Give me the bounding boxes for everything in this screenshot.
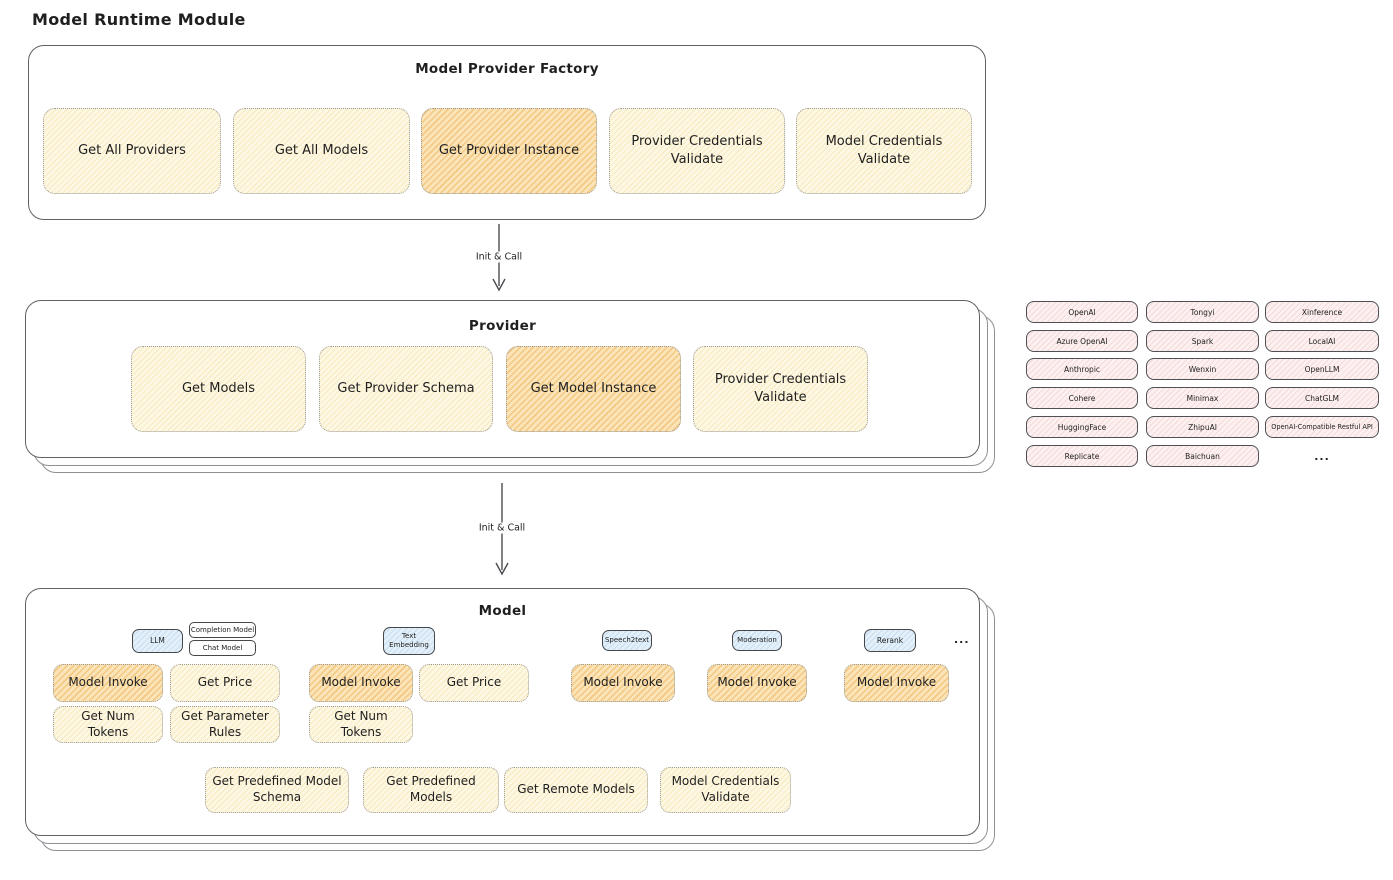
fn-get-all-models: Get All Models xyxy=(233,108,410,194)
provider-pill-xinference: Xinference xyxy=(1265,301,1379,323)
provider-grid-ellipsis: ... xyxy=(1314,449,1330,463)
fn-get-models: Get Models xyxy=(131,346,306,432)
model-title: Model xyxy=(478,603,527,619)
tab-completion-model: Completion Model xyxy=(189,622,256,638)
provider-pill-chatglm: ChatGLM xyxy=(1265,387,1379,409)
provider-pill-zhipuai: ZhipuAI xyxy=(1146,416,1259,438)
tab-chat-model: Chat Model xyxy=(189,640,256,656)
fn-model-invoke-embedding: Model Invoke xyxy=(309,664,413,702)
provider-pill-localai: LocalAI xyxy=(1265,330,1379,352)
fn-provider-credentials-validate: Provider Credentials Validate xyxy=(609,108,785,194)
fn-get-price-llm: Get Price xyxy=(170,664,280,702)
fn-get-price-embedding: Get Price xyxy=(419,664,529,702)
model-tabs-ellipsis: ... xyxy=(954,633,970,646)
provider-pill-huggingface: HuggingFace xyxy=(1026,416,1138,438)
provider-pill-openai: OpenAI xyxy=(1026,301,1138,323)
fn-get-provider-instance: Get Provider Instance xyxy=(421,108,597,194)
fn-get-provider-schema: Get Provider Schema xyxy=(319,346,493,432)
provider-pill-minimax: Minimax xyxy=(1146,387,1259,409)
provider-pill-baichuan: Baichuan xyxy=(1146,445,1259,467)
fn-model-invoke-rerank: Model Invoke xyxy=(844,664,949,702)
provider-box: Provider Get Models Get Provider Schema … xyxy=(25,300,995,473)
tab-llm: LLM xyxy=(132,629,183,653)
provider-pill-wenxin: Wenxin xyxy=(1146,358,1259,380)
model-main-box: Model LLM Completion Model Chat Model Te… xyxy=(25,588,980,836)
fn-model-credentials-validate: Model Credentials Validate xyxy=(796,108,972,194)
provider-pill-openllm: OpenLLM xyxy=(1265,358,1379,380)
fn-model-invoke-moderation: Model Invoke xyxy=(707,664,807,702)
provider-pill-tongyi: Tongyi xyxy=(1146,301,1259,323)
provider-main-box: Provider Get Models Get Provider Schema … xyxy=(25,300,980,458)
tab-moderation: Moderation xyxy=(732,630,782,651)
fn-get-predefined-model-schema: Get Predefined Model Schema xyxy=(205,767,349,813)
fn-get-parameter-rules: Get Parameter Rules xyxy=(170,706,280,743)
provider-pill-cohere: Cohere xyxy=(1026,387,1138,409)
arrow-label-init-call-1: Init & Call xyxy=(471,251,527,263)
factory-box: Model Provider Factory Get All Providers… xyxy=(28,45,986,220)
tab-speech2text: Speech2text xyxy=(602,630,652,651)
provider-title: Provider xyxy=(468,318,537,334)
model-box: Model LLM Completion Model Chat Model Te… xyxy=(25,588,995,851)
tab-rerank: Rerank xyxy=(864,629,916,652)
provider-pill-openai-compatible-restful-api: OpenAI-Compatible Restful API xyxy=(1265,416,1379,438)
provider-pill-azure-openai: Azure OpenAI xyxy=(1026,330,1138,352)
provider-pill-spark: Spark xyxy=(1146,330,1259,352)
fn-get-model-instance: Get Model Instance xyxy=(506,346,681,432)
fn-get-predefined-models: Get Predefined Models xyxy=(363,767,499,813)
tab-text-embedding: Text Embedding xyxy=(383,627,435,655)
fn-get-num-tokens-embedding: Get Num Tokens xyxy=(309,706,413,743)
fn-provider-credentials-validate-2: Provider Credentials Validate xyxy=(693,346,868,432)
page-title: Model Runtime Module xyxy=(32,10,246,29)
fn-get-num-tokens-llm: Get Num Tokens xyxy=(53,706,163,743)
factory-title: Model Provider Factory xyxy=(415,61,599,77)
fn-model-invoke-llm: Model Invoke xyxy=(53,664,163,702)
fn-model-invoke-speech2text: Model Invoke xyxy=(571,664,675,702)
provider-pill-anthropic: Anthropic xyxy=(1026,358,1138,380)
fn-model-credentials-validate-2: Model Credentials Validate xyxy=(660,767,791,813)
provider-pill-replicate: Replicate xyxy=(1026,445,1138,467)
arrow-label-init-call-2: Init & Call xyxy=(474,522,530,534)
fn-get-all-providers: Get All Providers xyxy=(43,108,221,194)
fn-get-remote-models: Get Remote Models xyxy=(504,767,648,813)
